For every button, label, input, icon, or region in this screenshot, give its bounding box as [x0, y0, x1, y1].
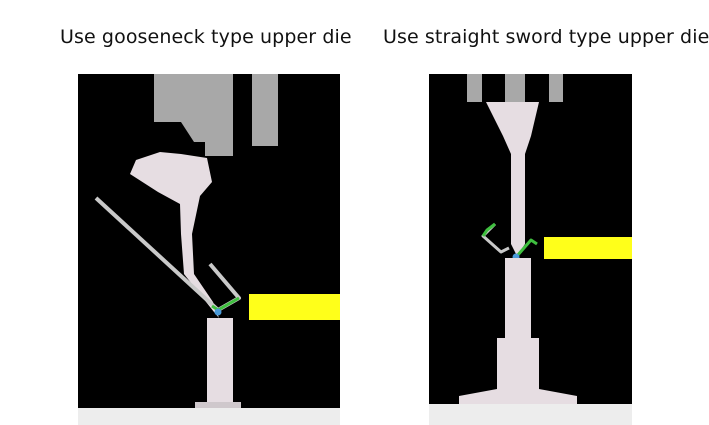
machine-table — [429, 404, 632, 425]
right-holder-outer — [252, 74, 278, 146]
upper-holder-clamp — [505, 74, 525, 104]
upper-holder-clamp — [205, 74, 233, 156]
bend-point — [214, 308, 222, 316]
gooseneck-upper-die-diagram — [78, 74, 340, 425]
backgauge-block — [249, 294, 340, 320]
lower-die — [505, 258, 531, 338]
straight-sword-die-panel — [429, 74, 632, 425]
left-holder-outer — [467, 74, 482, 102]
machine-table — [78, 408, 340, 425]
gooseneck-die-panel — [78, 74, 340, 425]
straight-sword-upper-die — [486, 102, 539, 256]
bend-highlight-left — [481, 222, 496, 237]
bend-highlight-right — [515, 238, 538, 257]
lower-die-base — [459, 338, 577, 404]
caption-gooseneck-die: Use gooseneck type upper die — [60, 26, 352, 48]
lower-die — [207, 318, 233, 406]
straight-sword-upper-die-diagram — [429, 74, 632, 425]
right-holder-outer — [549, 74, 563, 102]
backgauge-block — [544, 237, 632, 259]
caption-straight-sword-die: Use straight sword type upper die — [383, 26, 709, 48]
left-holder-outer — [154, 74, 181, 122]
gooseneck-upper-die — [130, 152, 219, 318]
holder-taper-left — [181, 74, 205, 142]
